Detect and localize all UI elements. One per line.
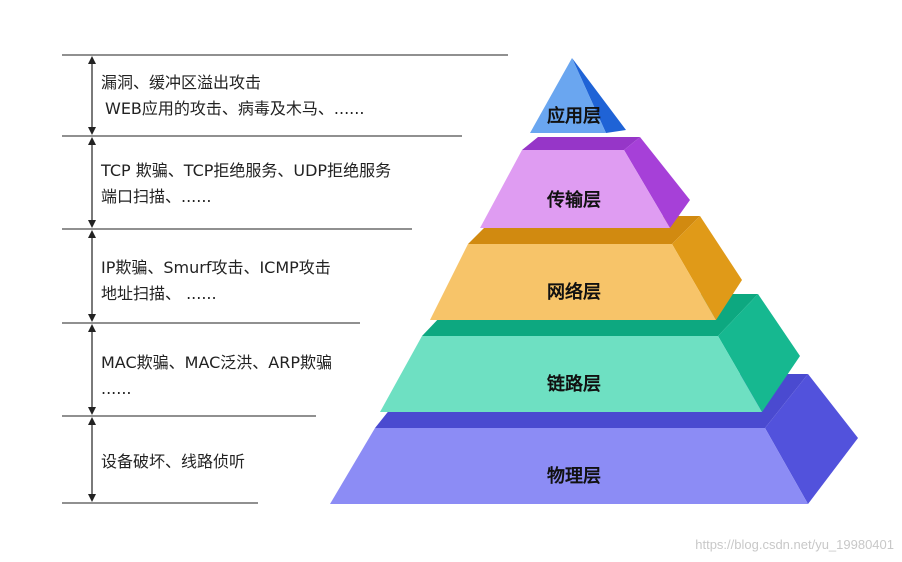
pyramid-layer-transport: [480, 137, 690, 228]
attack-line: IP欺骗、Smurf攻击、ICMP攻击: [101, 258, 331, 277]
layer-label-physical: 物理层: [547, 466, 601, 487]
attack-list-network: IP欺骗、Smurf攻击、ICMP攻击 地址扫描、 ......: [101, 255, 331, 307]
layer-label-application: 应用层: [547, 106, 601, 127]
attack-list-transport: TCP 欺骗、TCP拒绝服务、UDP拒绝服务 端口扫描、......: [101, 158, 391, 210]
layer-front-face: [380, 336, 762, 412]
attack-list-link: MAC欺骗、MAC泛洪、ARP欺骗 ......: [101, 350, 332, 402]
attack-line: WEB应用的攻击、病毒及木马、......: [105, 99, 365, 118]
attack-line: 设备破坏、线路侦听: [101, 452, 246, 471]
pyramid-layer-network: [430, 216, 742, 320]
layer-front-face: [480, 150, 670, 228]
layer-side-face: [572, 58, 626, 133]
attack-line: MAC欺骗、MAC泛洪、ARP欺骗: [101, 353, 332, 372]
layer-top-face: [522, 137, 640, 150]
pyramid-layer-application: [530, 58, 626, 133]
layer-side-face: [718, 294, 800, 412]
layer-front-face: [330, 428, 808, 504]
layer-label-network: 网络层: [547, 282, 601, 303]
layer-label-transport: 传输层: [547, 190, 601, 211]
layer-front-face: [530, 58, 606, 133]
layer-front-face: [430, 244, 716, 320]
watermark-text: https://blog.csdn.net/yu_19980401: [695, 537, 894, 552]
attack-list-physical: 设备破坏、线路侦听: [101, 449, 245, 475]
attack-line: 地址扫描、 ......: [101, 284, 217, 303]
attack-list-application: 漏洞、缓冲区溢出攻击 WEB应用的攻击、病毒及木马、......: [101, 70, 364, 122]
layer-side-face: [672, 216, 742, 320]
attack-line: 漏洞、缓冲区溢出攻击: [101, 73, 262, 92]
layer-side-face: [624, 137, 690, 228]
attack-line: ......: [101, 379, 132, 398]
layer-label-link: 链路层: [547, 374, 601, 395]
attack-line: TCP 欺骗、TCP拒绝服务、UDP拒绝服务: [101, 161, 392, 180]
attack-line: 端口扫描、......: [101, 187, 212, 206]
layer-side-face: [765, 374, 858, 504]
